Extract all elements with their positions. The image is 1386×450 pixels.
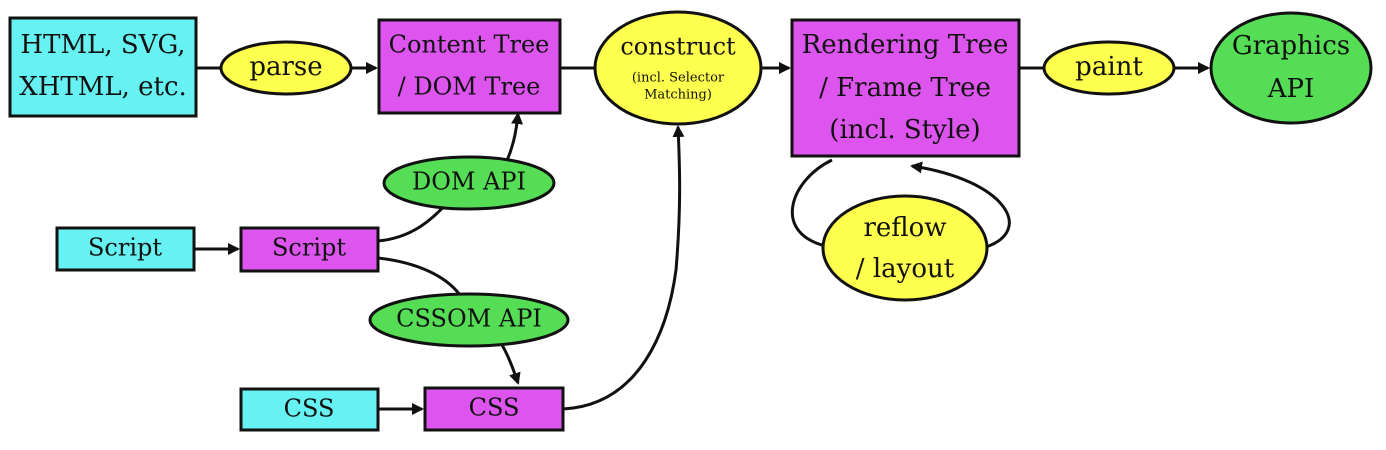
node-cssom-api: CSSOM API — [368, 292, 570, 348]
edge-dom-api-to-content-tree — [503, 112, 524, 166]
script-source-label: Script — [88, 234, 162, 262]
content-tree-label-line2: / DOM Tree — [398, 73, 541, 101]
reflow-label-line2: / layout — [856, 254, 955, 284]
edge-rendering-tree-to-reflow — [790, 158, 833, 249]
node-css: CSS — [423, 386, 565, 432]
node-css-source: CSS — [239, 387, 380, 432]
node-paint: paint — [1042, 40, 1176, 96]
parse-label: parse — [249, 52, 322, 82]
rendering-tree-box — [790, 18, 1021, 158]
dom-api-label: DOM API — [412, 168, 526, 196]
node-content-tree: Content Tree / DOM Tree — [377, 18, 562, 115]
node-script-source: Script — [55, 226, 196, 272]
node-script: Script — [239, 226, 380, 273]
node-rendering-tree: Rendering Tree / Frame Tree (incl. Style… — [790, 18, 1021, 158]
content-tree-box — [377, 18, 562, 115]
cssom-api-ellipse — [368, 292, 570, 348]
node-reflow-layout: reflow / layout — [821, 194, 989, 302]
graphics-api-label-line2: API — [1267, 74, 1315, 104]
edge-reflow-to-rendering-tree — [910, 161, 1011, 249]
node-graphics-api: Graphics API — [1209, 11, 1373, 125]
dom-api-ellipse — [382, 155, 556, 211]
edge-css-to-construct — [562, 125, 685, 411]
construct-label: construct — [620, 33, 736, 61]
rendering-tree-label-line3: (incl. Style) — [829, 115, 980, 145]
cssom-api-label: CSSOM API — [396, 305, 542, 333]
paint-label: paint — [1075, 52, 1143, 82]
construct-ellipse — [593, 10, 763, 126]
script-label: Script — [272, 234, 346, 262]
html-svg-label-line1: HTML, SVG, — [20, 30, 185, 60]
construct-sublabel-line2: Matching) — [644, 88, 712, 103]
graphics-api-label-line1: Graphics — [1232, 31, 1350, 61]
html-svg-label-line2: XHTML, etc. — [19, 72, 187, 102]
node-html-svg-source: HTML, SVG, XHTML, etc. — [8, 16, 198, 118]
content-tree-label-line1: Content Tree — [389, 31, 550, 59]
reflow-label-line1: reflow — [863, 213, 946, 243]
node-construct: construct (incl. Selector Matching) — [593, 10, 763, 126]
css-label: CSS — [469, 394, 520, 422]
css-source-box — [239, 387, 380, 432]
construct-sublabel-line1: (incl. Selector — [632, 71, 725, 86]
node-parse: parse — [219, 40, 353, 96]
rendering-tree-label-line1: Rendering Tree — [802, 30, 1009, 60]
reflow-ellipse — [821, 194, 989, 302]
css-box — [423, 386, 565, 432]
graphics-api-ellipse — [1209, 11, 1373, 125]
html-svg-box — [8, 16, 198, 118]
rendering-tree-label-line2: / Frame Tree — [819, 73, 991, 103]
script-source-box — [55, 226, 196, 272]
edge-cssom-api-to-css — [500, 344, 521, 385]
paint-ellipse — [1042, 40, 1176, 96]
parse-ellipse — [219, 40, 353, 96]
script-box — [239, 226, 380, 273]
connectors — [194, 62, 1210, 415]
edge-script-to-cssom-api — [377, 256, 462, 296]
node-dom-api: DOM API — [382, 155, 556, 211]
css-source-label: CSS — [284, 395, 335, 423]
